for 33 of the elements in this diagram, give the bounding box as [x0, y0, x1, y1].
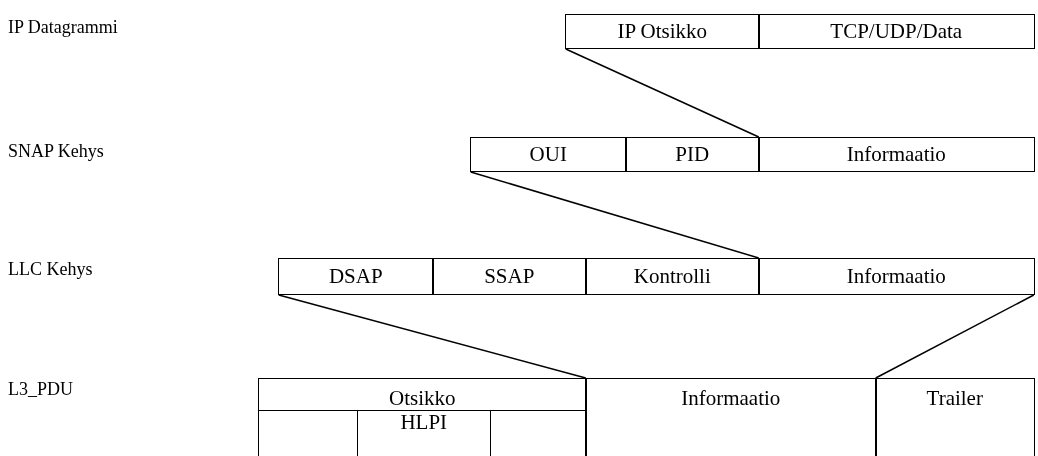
- field-cell: [758, 258, 1035, 295]
- field-label: DSAP: [328, 264, 383, 289]
- layer-label: LLC Kehys: [8, 259, 93, 280]
- expansion-line: [875, 294, 1035, 379]
- field-label: PID: [675, 142, 710, 167]
- field-label: Otsikko: [389, 387, 456, 411]
- field-label: Kontrolli: [633, 264, 711, 289]
- field-cell: [758, 14, 1035, 49]
- field-label: HLPI: [400, 410, 448, 434]
- field-cell: [625, 137, 760, 172]
- field-cell: [470, 137, 627, 172]
- layer-label: L3_PDU: [8, 379, 73, 400]
- field-cell: [585, 378, 877, 456]
- field-label: Informaatio: [681, 387, 781, 411]
- field-cell: [758, 137, 1035, 172]
- field-label: TCP/UDP/Data: [830, 19, 963, 44]
- field-label: Informaatio: [846, 142, 946, 167]
- layer-label: SNAP Kehys: [8, 141, 104, 162]
- field-cell: [565, 14, 760, 49]
- field-cell: [432, 258, 587, 295]
- field-cell: [258, 378, 587, 456]
- expansion-line: [565, 48, 760, 138]
- layer-label: IP Datagrammi: [8, 17, 118, 38]
- field-cell: [585, 258, 760, 295]
- field-label: SSAP: [484, 264, 535, 289]
- expansion-line: [470, 171, 760, 259]
- field-label: Trailer: [926, 387, 983, 411]
- field-label: IP Otsikko: [617, 19, 708, 44]
- field-label: OUI: [529, 142, 567, 167]
- field-cell: [875, 378, 1035, 456]
- field-label: Informaatio: [846, 264, 946, 289]
- expansion-line: [278, 294, 587, 379]
- field-cell: [278, 258, 434, 295]
